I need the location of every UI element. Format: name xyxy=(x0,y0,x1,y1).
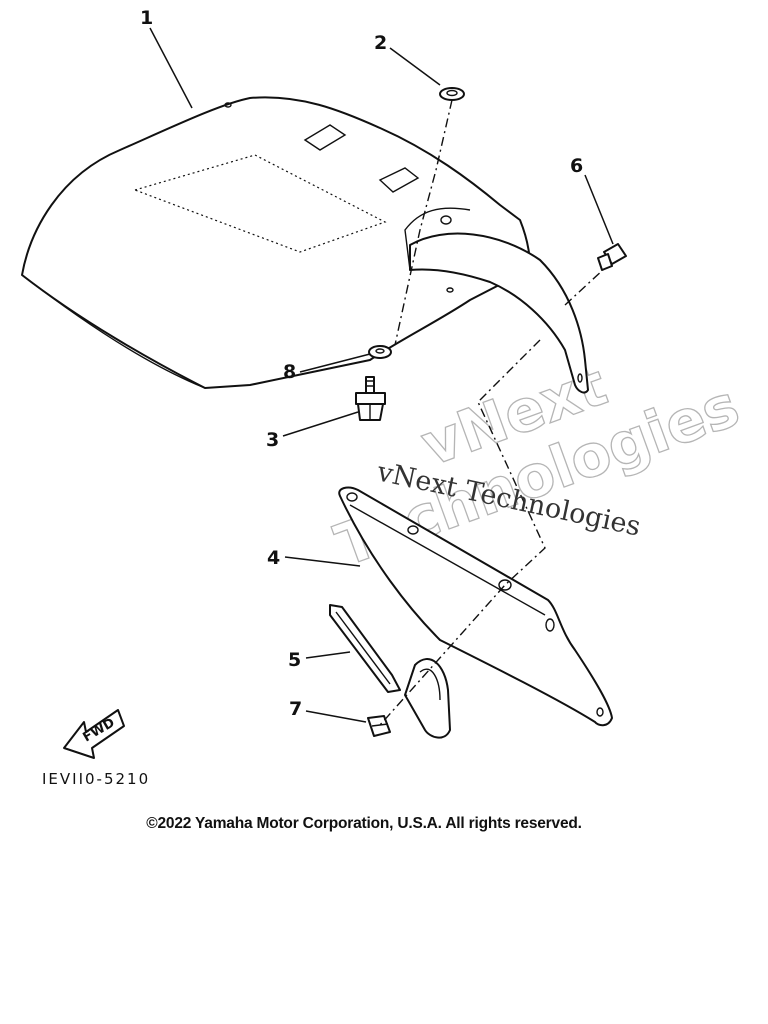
callout-1: 1 xyxy=(140,7,153,29)
callout-7: 7 xyxy=(289,698,302,720)
forward-direction-indicator: FWD xyxy=(63,709,125,759)
callout-4: 4 xyxy=(267,547,280,569)
bolt-part-3 xyxy=(355,376,386,421)
callout-8: 8 xyxy=(283,361,296,383)
copyright-notice: ©2022 Yamaha Motor Corporation, U.S.A. A… xyxy=(146,815,582,832)
callout-2: 2 xyxy=(374,32,387,54)
callout-3: 3 xyxy=(266,429,279,451)
license-plate-bracket-part xyxy=(338,486,613,727)
callout-5: 5 xyxy=(288,649,301,671)
bolt-part-6 xyxy=(597,243,627,271)
reflector-bracket-part xyxy=(329,604,451,739)
callout-6: 6 xyxy=(570,155,583,177)
grommet-part xyxy=(439,87,465,101)
washer-part xyxy=(368,345,392,359)
callout-leaders xyxy=(149,27,614,723)
callout-numbers: 1 2 3 4 5 6 7 8 xyxy=(140,7,583,720)
rear-fender-part xyxy=(21,96,589,394)
diagram-code: IEVII0-5210 xyxy=(42,770,150,788)
assembly-lines xyxy=(379,99,606,726)
nut-part xyxy=(367,715,391,737)
